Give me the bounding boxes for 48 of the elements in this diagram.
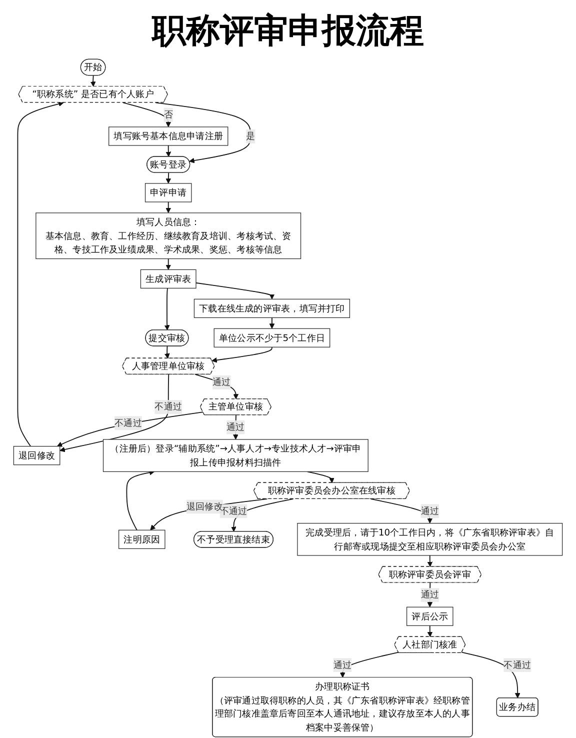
edge-label: 是 bbox=[246, 130, 256, 142]
arrow bbox=[269, 317, 275, 329]
arrow bbox=[370, 498, 433, 524]
arrow bbox=[122, 102, 172, 128]
edge-label: 不通过 bbox=[154, 401, 182, 412]
node-box: 退回修改 bbox=[13, 446, 60, 466]
arrow bbox=[166, 172, 172, 184]
arrow bbox=[166, 202, 172, 214]
edge-label: 通过 bbox=[226, 422, 245, 432]
node-box: 完成受理后，请于10个工作日内，将《广东省职称评审表》自行邮寄或现场提交至相应职称评审委员会办公室 bbox=[297, 522, 563, 556]
node-box: 申评申请 bbox=[144, 183, 192, 202]
node-box: 填写账号基本信息申请注册 bbox=[108, 126, 228, 146]
arrow bbox=[17, 101, 64, 447]
arrow bbox=[340, 652, 399, 678]
node-box: 下载在线生成的评审表，填写并打印 bbox=[194, 298, 350, 318]
edge-label: 不通过 bbox=[114, 417, 142, 428]
arrow bbox=[90, 75, 96, 87]
arrow bbox=[306, 471, 334, 484]
arrow bbox=[164, 346, 170, 359]
node-box: （注册后）登录“辅助系统”→人事人才→专业技术人才→评审申报上传申报材料扫描件 bbox=[102, 439, 368, 472]
arrow bbox=[427, 582, 433, 608]
arrow bbox=[60, 374, 170, 452]
edge-label: 不通过 bbox=[504, 659, 532, 670]
arrow bbox=[194, 374, 239, 400]
edge-label: 通过 bbox=[333, 659, 352, 670]
node-box: 填写人员信息： 基本信息、教育、工作经历、继续教育及培训、考核考试、资格、专技工作及业绩成果、学术成果、奖惩、考核等信息 bbox=[36, 212, 302, 260]
arrow bbox=[212, 346, 272, 363]
arrow bbox=[166, 258, 172, 270]
arrow bbox=[150, 498, 268, 530]
title: 职称评审申报流程 bbox=[150, 10, 425, 53]
arrow bbox=[233, 414, 238, 440]
edge-label: 通过 bbox=[420, 589, 439, 600]
edge-label: 否 bbox=[164, 109, 173, 120]
node-box: 注明原因 bbox=[118, 530, 166, 549]
node-box: 评后公示 bbox=[406, 606, 454, 626]
node-box: 生成评审表 bbox=[140, 269, 196, 289]
arrow bbox=[166, 145, 172, 157]
edge-label: 退回修改 bbox=[186, 500, 223, 512]
arrow bbox=[164, 288, 170, 330]
arrow bbox=[56, 412, 204, 447]
arrow bbox=[196, 282, 275, 300]
arrow bbox=[427, 555, 433, 567]
arrow bbox=[427, 625, 433, 638]
arrow bbox=[126, 470, 155, 531]
arrow bbox=[155, 102, 252, 164]
edge-label: 通过 bbox=[420, 505, 439, 516]
edge-label: 通过 bbox=[212, 376, 231, 388]
node-box: 单位公示不少于5个工作日 bbox=[214, 328, 330, 348]
